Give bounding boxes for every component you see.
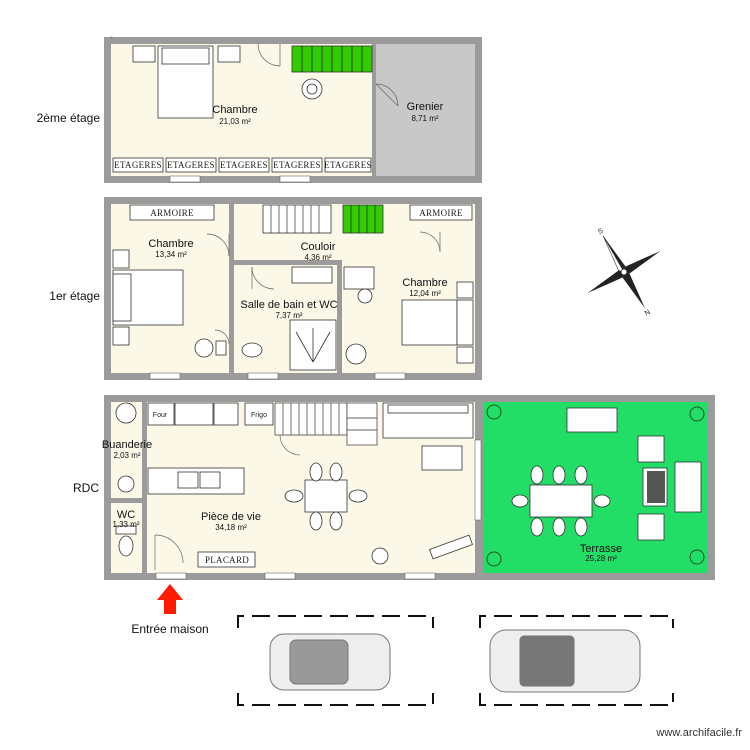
second-floor: ETAGERES ETAGERES ETAGERES ETAGERES ETAG… — [37, 36, 482, 183]
bed — [132, 45, 241, 119]
room-name: Salle de bain et WC — [240, 299, 337, 311]
room-name: Terrasse — [580, 543, 622, 555]
shelf-label: ETAGERES — [167, 160, 215, 170]
floor-label: 2ème étage — [37, 111, 101, 125]
stairs-green-2nd — [291, 45, 373, 73]
room-name: Chambre — [148, 238, 193, 250]
compass-letter: N — [644, 309, 652, 318]
parking-right — [479, 615, 674, 706]
room-name: Chambre — [212, 104, 257, 116]
floor-label: 1er étage — [49, 289, 100, 303]
room-area: 25,28 m² — [585, 554, 617, 563]
room-name: Grenier — [407, 101, 444, 113]
compass-icon: N S — [585, 227, 663, 318]
dining-table — [284, 462, 368, 531]
room-name: Pièce de vie — [201, 511, 261, 523]
watermark: www.archifacile.fr — [655, 727, 742, 739]
room-name: Chambre — [402, 277, 447, 289]
shelf-label: ETAGERES — [220, 160, 268, 170]
sink — [291, 266, 333, 284]
room-area: 13,34 m² — [155, 250, 187, 259]
room-area: 21,03 m² — [219, 117, 251, 126]
round-table — [301, 78, 323, 100]
terrace-furniture — [511, 407, 702, 541]
first-floor: ARMOIRE ARMOIRE — [49, 197, 482, 380]
fridge-label: Frigo — [251, 412, 267, 419]
room-area: 1,33 m² — [112, 520, 139, 529]
room-name: Couloir — [301, 241, 336, 253]
room-name: WC — [117, 509, 135, 521]
toilet — [241, 342, 263, 358]
room-area: 2,03 m² — [113, 451, 140, 460]
stairs-corridor — [262, 204, 384, 234]
closet-label: PLACARD — [205, 555, 249, 565]
room-area: 34,18 m² — [215, 523, 247, 532]
room-name: Buanderie — [102, 439, 152, 451]
bed — [112, 249, 184, 346]
wardrobe-label: ARMOIRE — [150, 208, 194, 218]
compass-letter: S — [597, 227, 605, 236]
room-area: 12,04 m² — [409, 289, 441, 298]
shelf-label: ETAGERES — [114, 160, 162, 170]
ground-floor: Four Frigo — [73, 395, 715, 580]
stairs-ground — [274, 402, 378, 446]
entrance-label: Entrée maison — [131, 622, 208, 636]
wardrobe-label: ARMOIRE — [419, 208, 463, 218]
room-area: 8,71 m² — [411, 114, 438, 123]
floor-label: RDC — [73, 481, 99, 495]
car-icon — [269, 633, 391, 691]
oven-label: Four — [153, 412, 168, 419]
bed — [401, 281, 474, 364]
shelf-label: ETAGERES — [273, 160, 321, 170]
shelf-label: ETAGERES — [324, 160, 372, 170]
room-area: 7,37 m² — [275, 311, 302, 320]
parking-left — [237, 615, 434, 706]
car-icon — [489, 629, 641, 693]
room-area: 4,36 m² — [304, 253, 331, 262]
entrance-arrow-icon — [157, 584, 183, 614]
shelves-row: ETAGERES ETAGERES ETAGERES ETAGERES ETAG… — [112, 157, 372, 173]
